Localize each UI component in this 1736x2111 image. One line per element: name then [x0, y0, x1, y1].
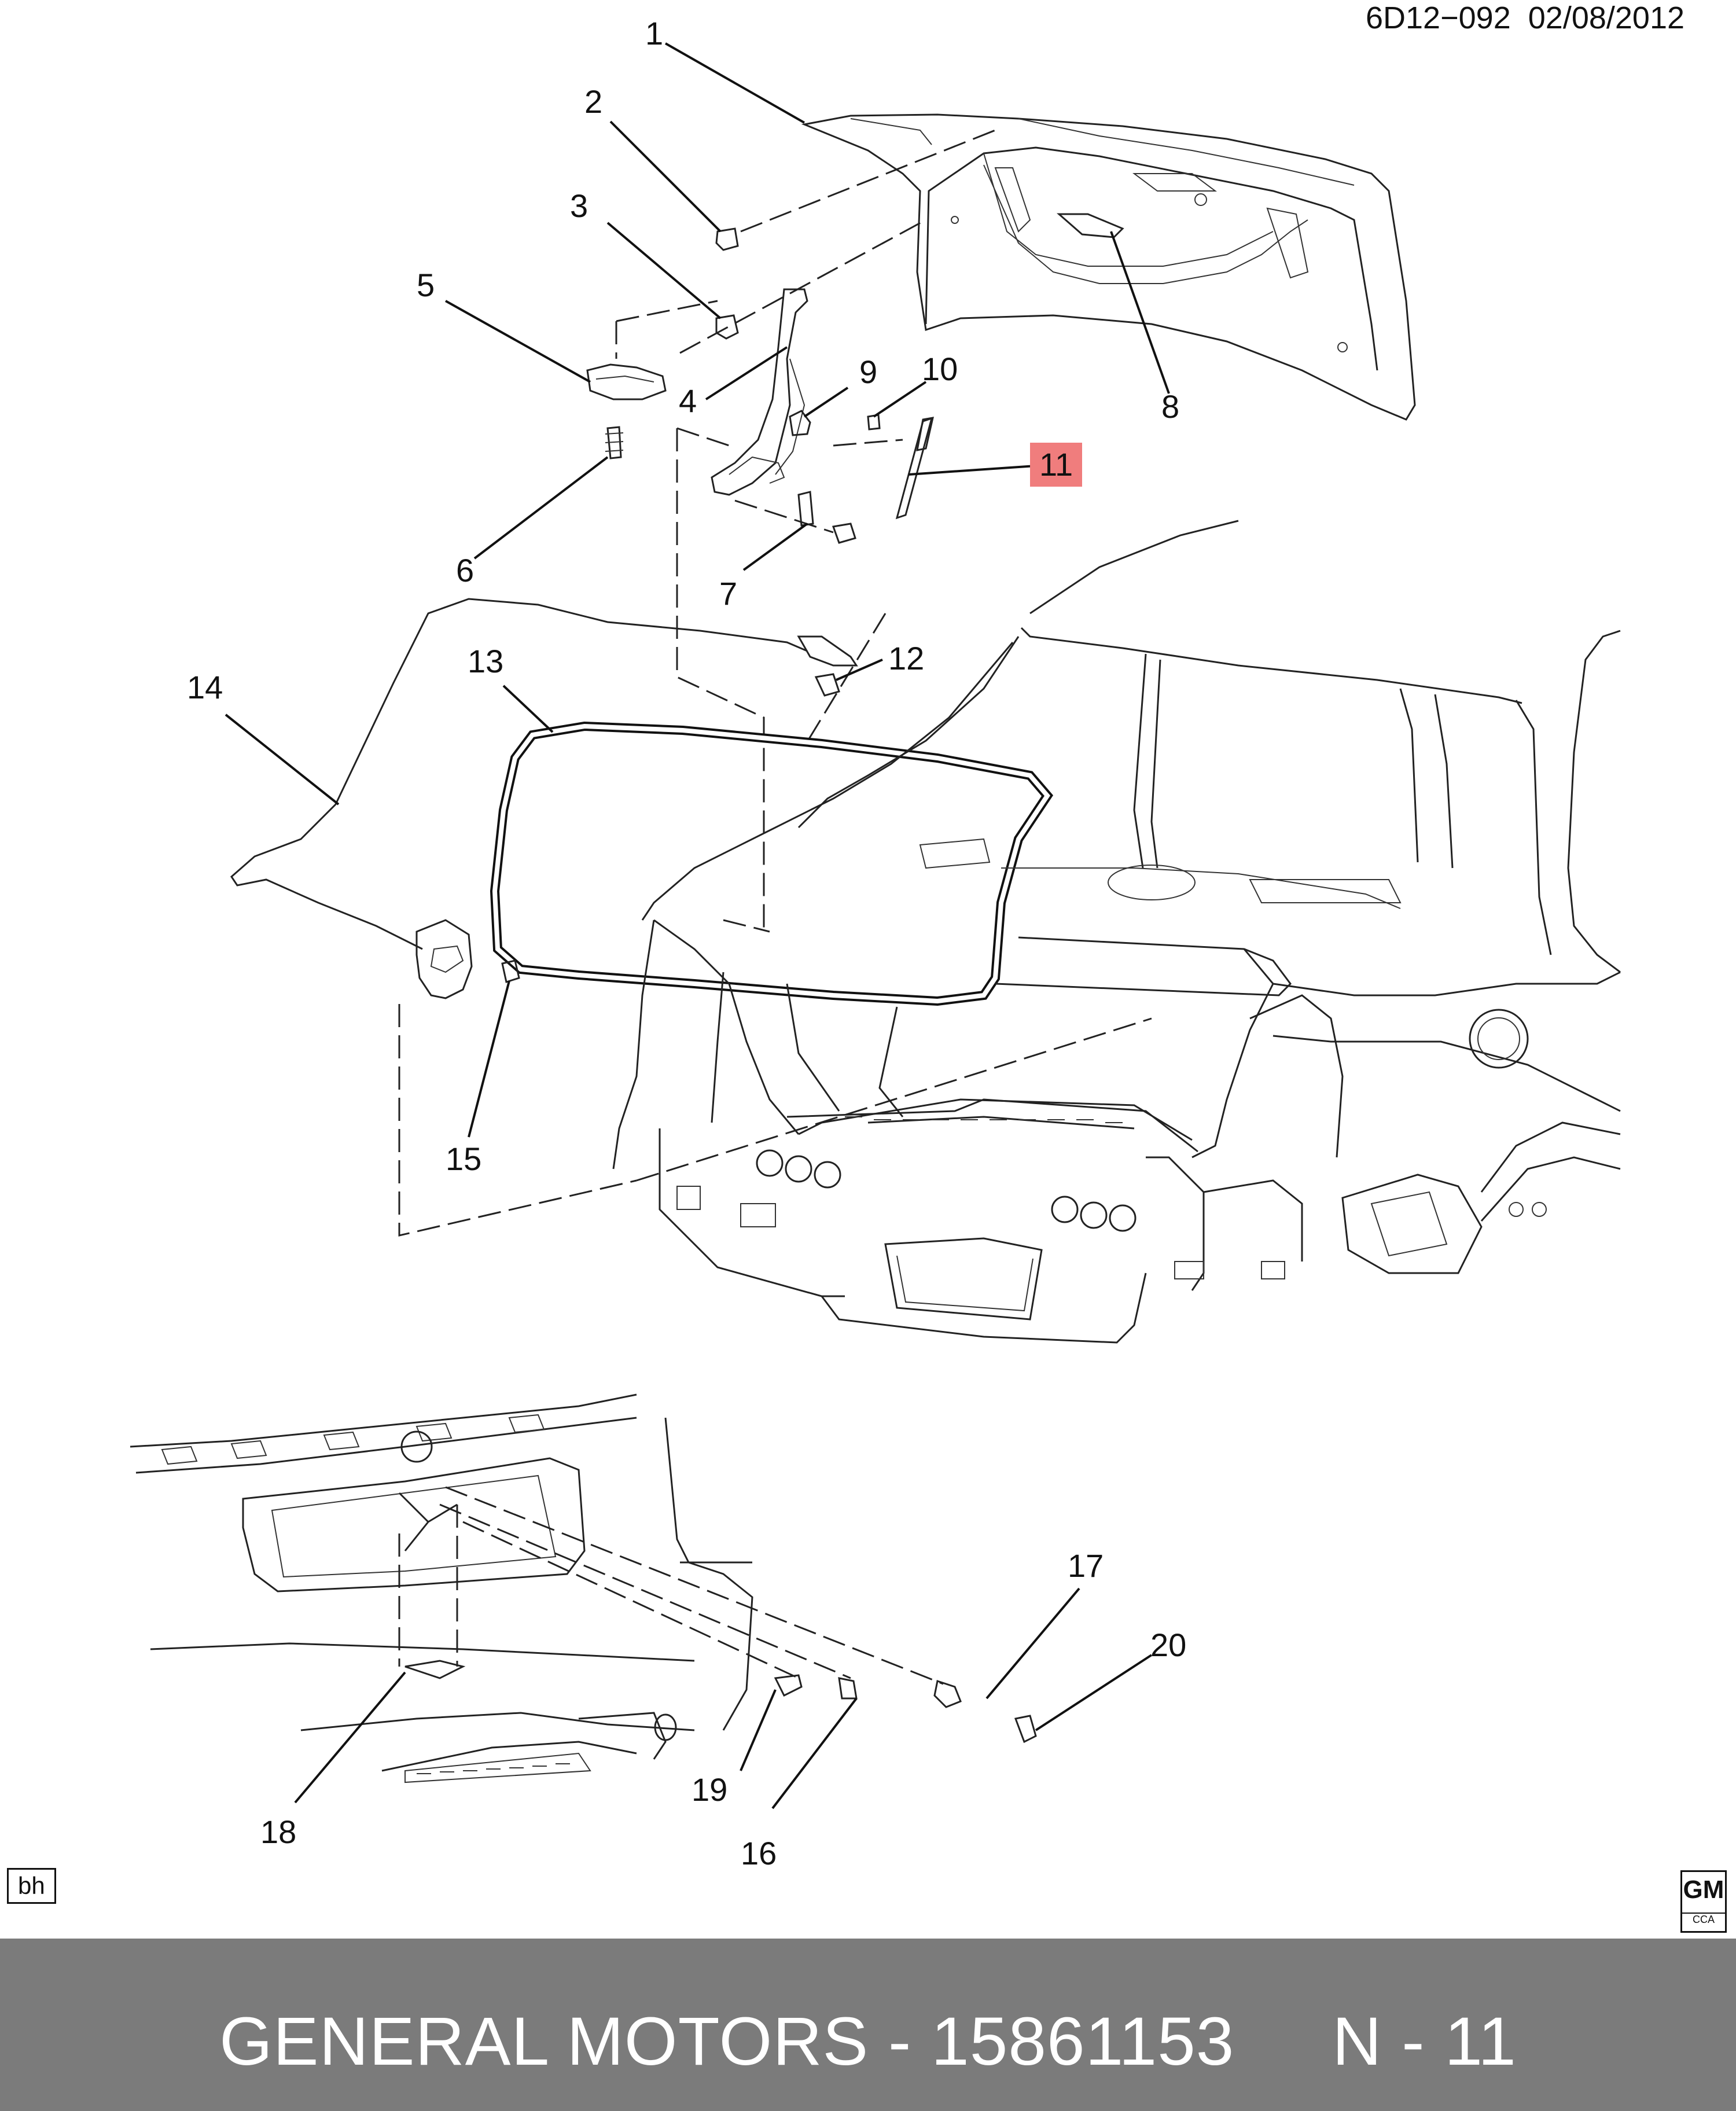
parts-diagram: 6D12−092 02/08/2012 1 2 3 4 5 6 7 8 9 10… [7, 0, 1727, 1933]
diagram-reference: 6D12−092 02/08/2012 [1366, 0, 1684, 36]
diagram-ref-code: 6D12−092 [1366, 1, 1511, 35]
callout-19: 19 [692, 1771, 728, 1808]
hinge-parts [586, 227, 934, 544]
callout-13: 13 [468, 643, 504, 679]
callout-7: 7 [719, 575, 738, 612]
callout-6: 6 [456, 552, 475, 589]
callout-16: 16 [741, 1835, 777, 1871]
diagram-date: 02/08/2012 [1528, 1, 1685, 35]
trunk-lid [801, 113, 1416, 421]
vehicle-body [612, 520, 1621, 1344]
callout-18: 18 [260, 1814, 297, 1850]
callout-20: 20 [1150, 1627, 1187, 1663]
gm-logo-mark: GM [1683, 1875, 1724, 1904]
callout-14: 14 [187, 669, 223, 705]
callout-4: 4 [679, 383, 697, 419]
callout-10: 10 [922, 351, 958, 387]
callout-3: 3 [570, 187, 589, 224]
callout-2: 2 [584, 83, 603, 120]
gm-logo: GM CCA [1680, 1870, 1727, 1933]
callout-8: 8 [1161, 388, 1180, 425]
callout-11-highlighted: 11 [1030, 443, 1083, 487]
callout-12: 12 [888, 640, 925, 676]
callout-1: 1 [645, 15, 664, 52]
callout-17: 17 [1068, 1547, 1104, 1584]
leader-lines [225, 42, 1170, 1810]
line-drawing [130, 42, 1621, 1810]
release-cable [230, 598, 808, 950]
callout-9: 9 [859, 354, 878, 390]
callout-5: 5 [417, 267, 435, 303]
footer-text: GENERAL MOTORS - 15861153 N - 11 [219, 2003, 1517, 2080]
rear-fascia [130, 1393, 1037, 1783]
weatherstrip [490, 721, 1054, 1006]
corner-tag: bh [7, 1868, 56, 1904]
callout-15: 15 [446, 1141, 482, 1177]
footer-banner: GENERAL MOTORS - 15861153 N - 11 [0, 1939, 1736, 2111]
gm-logo-sub: CCA [1682, 1913, 1725, 1926]
